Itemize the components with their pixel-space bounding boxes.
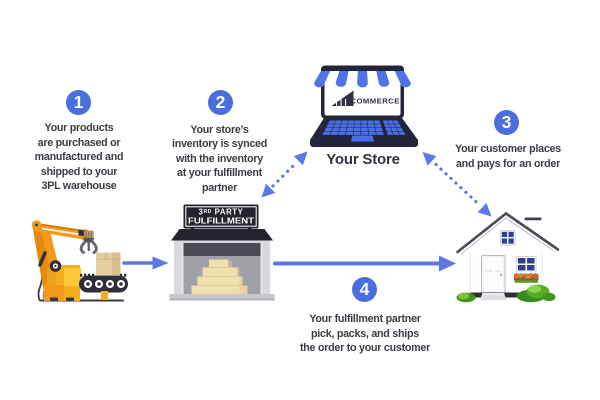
svg-text:FULFILLMENT: FULFILLMENT: [188, 217, 254, 226]
svg-text:COMMERCE: COMMERCE: [351, 97, 400, 106]
svg-text:3RD PARTY: 3RD PARTY: [199, 208, 244, 217]
